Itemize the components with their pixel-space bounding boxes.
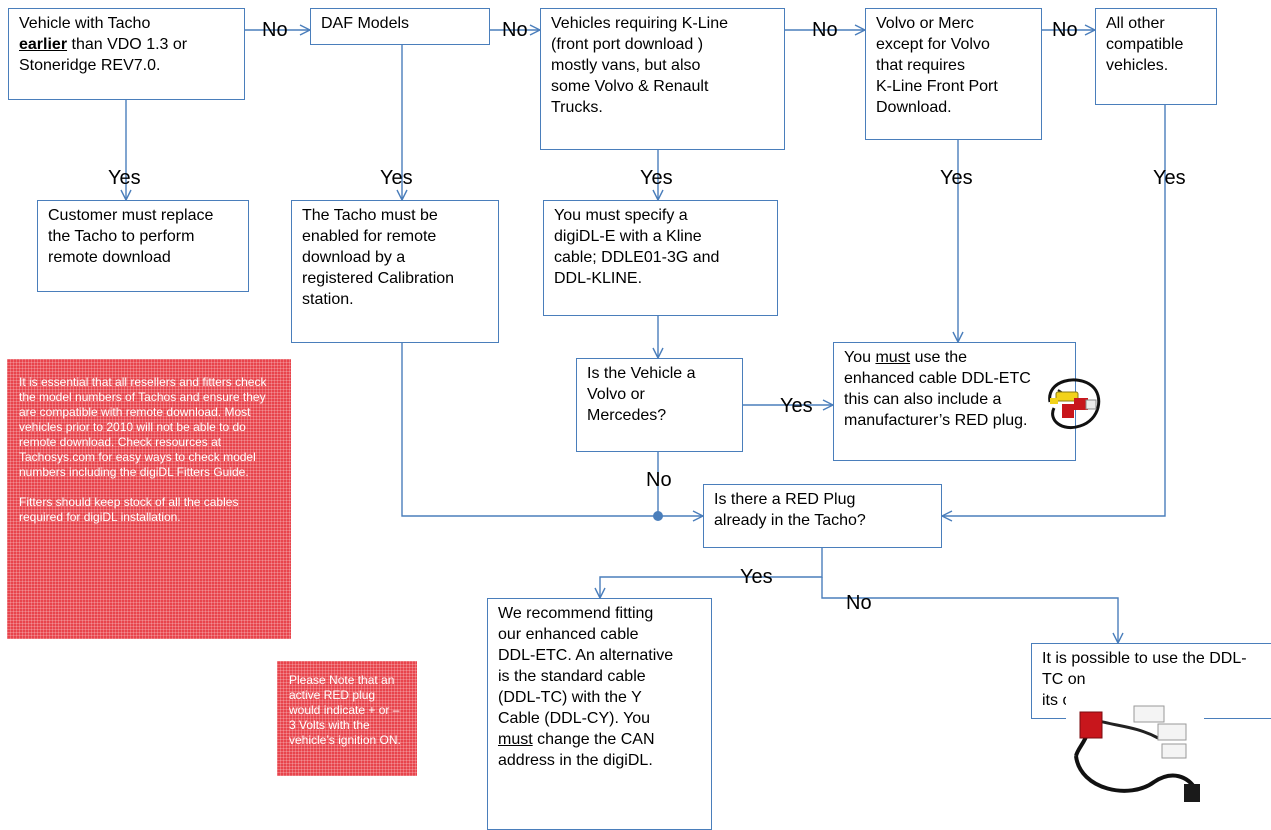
recommend-text-2: change the CAN address in the digiDL. — [498, 731, 655, 769]
replace-tacho-text: Customer must replace the Tacho to perfo… — [48, 207, 214, 266]
no-label-red-plug: No — [846, 592, 872, 614]
arrow-q2-rec — [600, 548, 823, 598]
tacho-earlier-text-1: Vehicle with Tacho — [19, 15, 151, 32]
tacho-earlier-box: Vehicle with Tacho earlier than VDO 1.3 … — [8, 8, 245, 100]
arrow-b5-q2 — [942, 105, 1166, 516]
etc-text-1: You — [844, 349, 876, 366]
junction-dot — [653, 511, 663, 521]
yes-label-5: Yes — [1153, 167, 1186, 189]
volvo-merc-text: Volvo or Merc except for Volvo that requ… — [876, 15, 998, 116]
daf-models-text: DAF Models — [321, 15, 410, 32]
volvo-mercedes-question-text: Is the Vehicle a Volvo or Mercedes? — [587, 365, 696, 424]
specify-digidl-box: You must specify a digiDL-E with a Kline… — [543, 200, 778, 316]
recommend-text-1: We recommend fitting our enhanced cable … — [498, 605, 674, 727]
yes-label-4: Yes — [940, 167, 973, 189]
daf-models-box: DAF Models — [310, 8, 490, 45]
etc-text-2: use the enhanced cable DDL-ETC this can … — [844, 349, 1031, 429]
ddl-tc-cable-image — [1066, 686, 1204, 808]
no-label-3: No — [812, 19, 838, 41]
etc-cable-image — [1048, 378, 1101, 429]
yes-label-1: Yes — [108, 167, 141, 189]
tacho-enabled-text: The Tacho must be enabled for remote dow… — [302, 207, 455, 308]
no-label-volvo: No — [646, 469, 672, 491]
kline-vehicles-text: Vehicles requiring K-Line (front port do… — [551, 15, 728, 116]
arrow-q2-tc — [821, 577, 1118, 643]
red-plug-question-box: Is there a RED Plug already in the Tacho… — [703, 484, 942, 548]
recommend-etc-box: We recommend fitting our enhanced cable … — [487, 598, 712, 830]
tacho-earlier-emphasis: earlier — [19, 36, 68, 53]
kline-vehicles-box: Vehicles requiring K-Line (front port do… — [540, 8, 785, 150]
yes-label-volvo: Yes — [780, 395, 813, 417]
yes-label-red-plug: Yes — [740, 566, 773, 588]
yes-label-2: Yes — [380, 167, 413, 189]
volvo-mercedes-question-box: Is the Vehicle a Volvo or Mercedes? — [576, 358, 743, 452]
etc-must-emphasis: must — [875, 349, 911, 366]
red-plug-question-text: Is there a RED Plug already in the Tacho… — [714, 491, 866, 529]
resellers-warning-note: It is essential that all resellers and f… — [7, 359, 291, 639]
must-use-etc-box: You must use the enhanced cable DDL-ETC … — [833, 342, 1076, 461]
arrow-r2-q2 — [401, 343, 703, 516]
volvo-merc-box: Volvo or Merc except for Volvo that requ… — [865, 8, 1042, 140]
specify-digidl-text: You must specify a digiDL-E with a Kline… — [554, 207, 720, 287]
no-label-1: No — [262, 19, 288, 41]
other-vehicles-text: All other compatible vehicles. — [1106, 15, 1184, 74]
yes-label-3: Yes — [640, 167, 673, 189]
tacho-enabled-box: The Tacho must be enabled for remote dow… — [291, 200, 499, 343]
recommend-must-emphasis: must — [498, 731, 533, 748]
no-label-2: No — [502, 19, 528, 41]
red-plug-voltage-note: Please Note that an active RED plug woul… — [277, 661, 417, 776]
replace-tacho-box: Customer must replace the Tacho to perfo… — [37, 200, 249, 292]
no-label-4: No — [1052, 19, 1078, 41]
tacho-earlier-text-2: than VDO 1.3 or Stoneridge REV7.0. — [19, 36, 188, 74]
other-vehicles-box: All other compatible vehicles. — [1095, 8, 1217, 105]
